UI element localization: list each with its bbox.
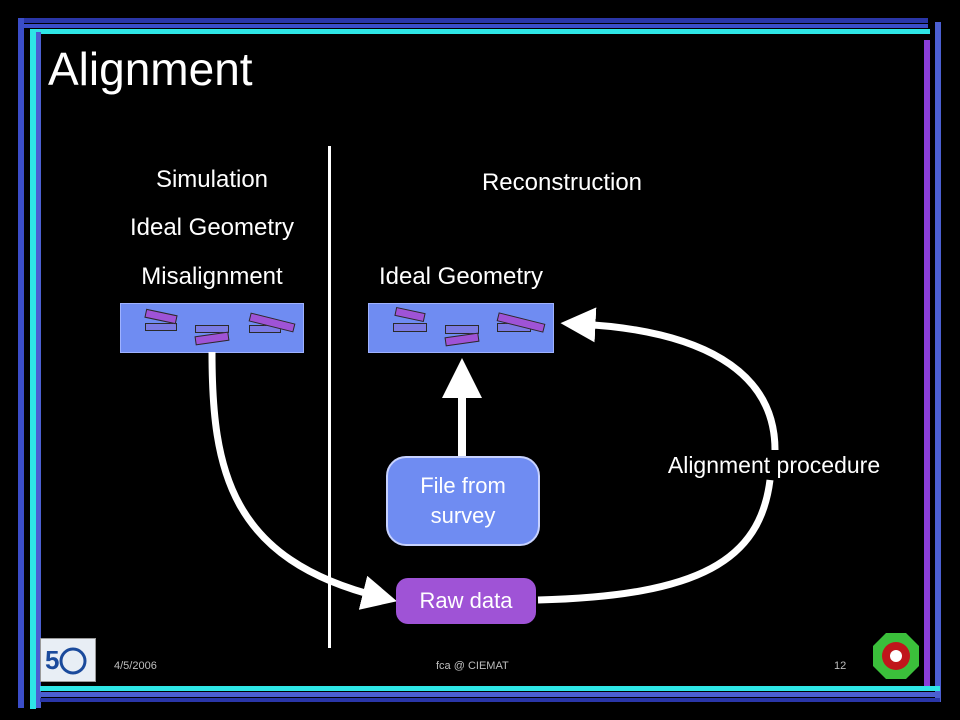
svg-text:5: 5 bbox=[45, 645, 59, 675]
misaligned-detector-box bbox=[120, 303, 304, 353]
ideal-detector-box bbox=[368, 303, 554, 353]
reconstruction-heading: Reconstruction bbox=[481, 169, 643, 196]
detector-chamber bbox=[145, 323, 177, 331]
detector-chamber bbox=[195, 325, 229, 333]
arrow-raw-data-to-procedure bbox=[537, 479, 774, 604]
footer-page-number: 12 bbox=[834, 660, 847, 672]
reconstruction-ideal-geometry: Ideal Geometry bbox=[378, 263, 544, 290]
simulation-ideal-geometry: Ideal Geometry bbox=[129, 214, 295, 241]
slide-title: Alignment bbox=[48, 43, 253, 95]
simulation-misalignment: Misalignment bbox=[141, 263, 283, 290]
survey-line1: File from bbox=[420, 473, 506, 498]
survey-line2: survey bbox=[430, 503, 496, 528]
cern-50-logo: 5 bbox=[40, 638, 96, 682]
detector-chamber bbox=[393, 323, 427, 332]
alignment-procedure-label: Alignment procedure bbox=[667, 452, 881, 478]
divider-line bbox=[328, 146, 331, 648]
raw-data-node: Raw data bbox=[396, 578, 536, 624]
arrow-procedure-to-geometry bbox=[560, 307, 779, 451]
arrow-simulation-to-raw-data bbox=[208, 351, 397, 610]
detector-chamber bbox=[445, 325, 479, 334]
footer-author: fca @ CIEMAT bbox=[436, 660, 509, 672]
footer-date: 4/5/2006 bbox=[114, 660, 157, 672]
cms-logo bbox=[872, 632, 920, 680]
file-from-survey-node: File from survey bbox=[386, 456, 540, 546]
simulation-heading: Simulation bbox=[155, 166, 269, 193]
